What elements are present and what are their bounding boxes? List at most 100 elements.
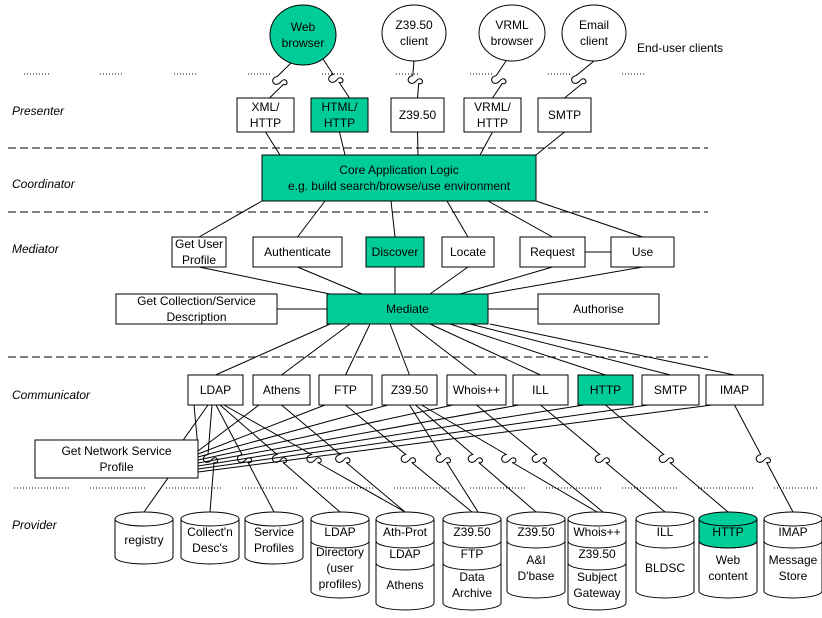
wire-z3950-provider [409, 404, 479, 513]
provider-service-profiles-text: Service [254, 525, 294, 539]
wire-imap-provider [734, 404, 794, 513]
layer-label-provider: Provider [12, 518, 58, 532]
mediator-locate-shape [441, 236, 495, 268]
communicator-smtp-shape [641, 374, 700, 406]
presenter-xml-http-text: XML/ [251, 100, 280, 114]
wire-ftp-provider [345, 404, 473, 513]
provider-collection-desc-shape [180, 519, 240, 565]
layer-label-communicator: Communicator [12, 388, 91, 402]
communicator-ftp: FTP [318, 374, 373, 406]
provider-data-archive-text: FTP [461, 547, 484, 561]
provider-ldap-directory-text: LDAP [324, 525, 355, 539]
client-email-text: Email [579, 18, 609, 32]
communicator-ldap-text: LDAP [200, 383, 231, 397]
provider-ai-dbase-shape [506, 519, 566, 599]
communicator-whois-text: Whois++ [453, 383, 500, 397]
presenter-html-http-text: HTML/ [322, 100, 359, 114]
provider-data-archive-divider [442, 562, 502, 571]
provider-ldap-directory-top [310, 511, 370, 527]
presenter-html-http-shape [310, 97, 369, 133]
presenter-smtp-text: SMTP [548, 108, 581, 122]
provider-data-archive-top [442, 511, 502, 527]
communicator-imap: IMAP [705, 374, 764, 406]
provider-message-store-text: Message [769, 553, 818, 567]
client-vrml-shape [478, 4, 546, 62]
layer-label-presenter: Presenter [12, 104, 65, 118]
wire-http-provider [605, 404, 729, 513]
communicator-ldap-shape [187, 374, 244, 406]
get-collection-description-text: Get Collection/Service [137, 294, 256, 308]
mediate-shape [326, 293, 489, 325]
provider-service-profiles-top [244, 511, 304, 527]
provider-data-archive-shape [442, 519, 502, 611]
mediate: Mediate [326, 293, 489, 325]
wire-getnet-communicator [197, 404, 520, 464]
communicator-http-text: HTTP [590, 383, 621, 397]
provider-athens-text: Ath-Prot [383, 525, 428, 539]
client-web-shape [269, 4, 337, 66]
provider-ldap-directory-divider [310, 540, 370, 549]
communicator-ftp-text: FTP [334, 383, 357, 397]
provider-data-archive-text: Z39.50 [453, 525, 491, 539]
wire-client-presenter [322, 58, 350, 99]
communicator-ill-shape [512, 374, 569, 406]
provider-message-store-text: IMAP [778, 525, 807, 539]
communicator-ldap: LDAP [187, 374, 244, 406]
communicator-whois-shape [446, 374, 507, 406]
wire-client-presenter [269, 62, 292, 99]
authorise-shape [537, 293, 660, 325]
get-network-service-profile-text: Get Network Service [61, 444, 171, 458]
wire-ldap-provider [215, 404, 275, 513]
wire-ldap-provider [219, 404, 341, 513]
provider-subject-gateway-shape [567, 519, 627, 611]
provider-message-store-top [763, 511, 822, 527]
layer-label-mediator: Mediator [12, 242, 60, 256]
authorise-text: Authorise [573, 302, 624, 316]
provider-ai-dbase-divider [506, 540, 566, 549]
provider-registry-text: registry [124, 533, 163, 547]
wire-mediator-mediate [297, 266, 363, 295]
provider-data-archive-divider [442, 540, 502, 549]
wire-mediate-communicator [449, 323, 606, 376]
wire-presenter-core [339, 131, 346, 156]
provider-athens-shape [375, 519, 435, 611]
communicator-athens: Athens [252, 374, 311, 406]
wire-client-presenter [491, 60, 507, 99]
provider-collection-desc-text: Desc's [192, 541, 228, 555]
communicator-smtp-text: SMTP [654, 383, 687, 397]
wire-getnet-communicator [197, 404, 260, 452]
communicator-http: HTTP [577, 374, 634, 406]
client-email-shape [561, 4, 627, 62]
presenter-z3950-text: Z39.50 [399, 108, 437, 122]
wire-mediator-mediate [487, 266, 643, 295]
wire-core-mediator [297, 200, 326, 238]
mediator-request-text: Request [530, 245, 575, 259]
provider-web-content-text: HTTP [712, 525, 743, 539]
communicator-smtp: SMTP [641, 374, 700, 406]
mediator-authenticate-shape [252, 236, 343, 268]
wire-presenter-core [265, 131, 281, 156]
client-email-text: client [580, 34, 609, 48]
provider-subject-gateway-divider [567, 540, 627, 549]
provider-bldsc-top [635, 511, 695, 527]
provider-data-archive-text: Data [459, 570, 485, 584]
wire-client-presenter [407, 60, 423, 99]
client-vrml-text: VRML [495, 18, 529, 32]
communicator-z3950-shape [381, 374, 438, 406]
client-z3950-text: client [400, 34, 429, 48]
provider-ai-dbase-text: Z39.50 [517, 525, 555, 539]
provider-subject-gateway-top [567, 511, 627, 527]
presenter-smtp: SMTP [537, 97, 592, 133]
wire-z3950-provider [415, 404, 537, 513]
provider-athens-divider [375, 562, 435, 571]
communicator-ill: ILL [512, 374, 569, 406]
provider-web-content-text: Web [716, 553, 741, 567]
